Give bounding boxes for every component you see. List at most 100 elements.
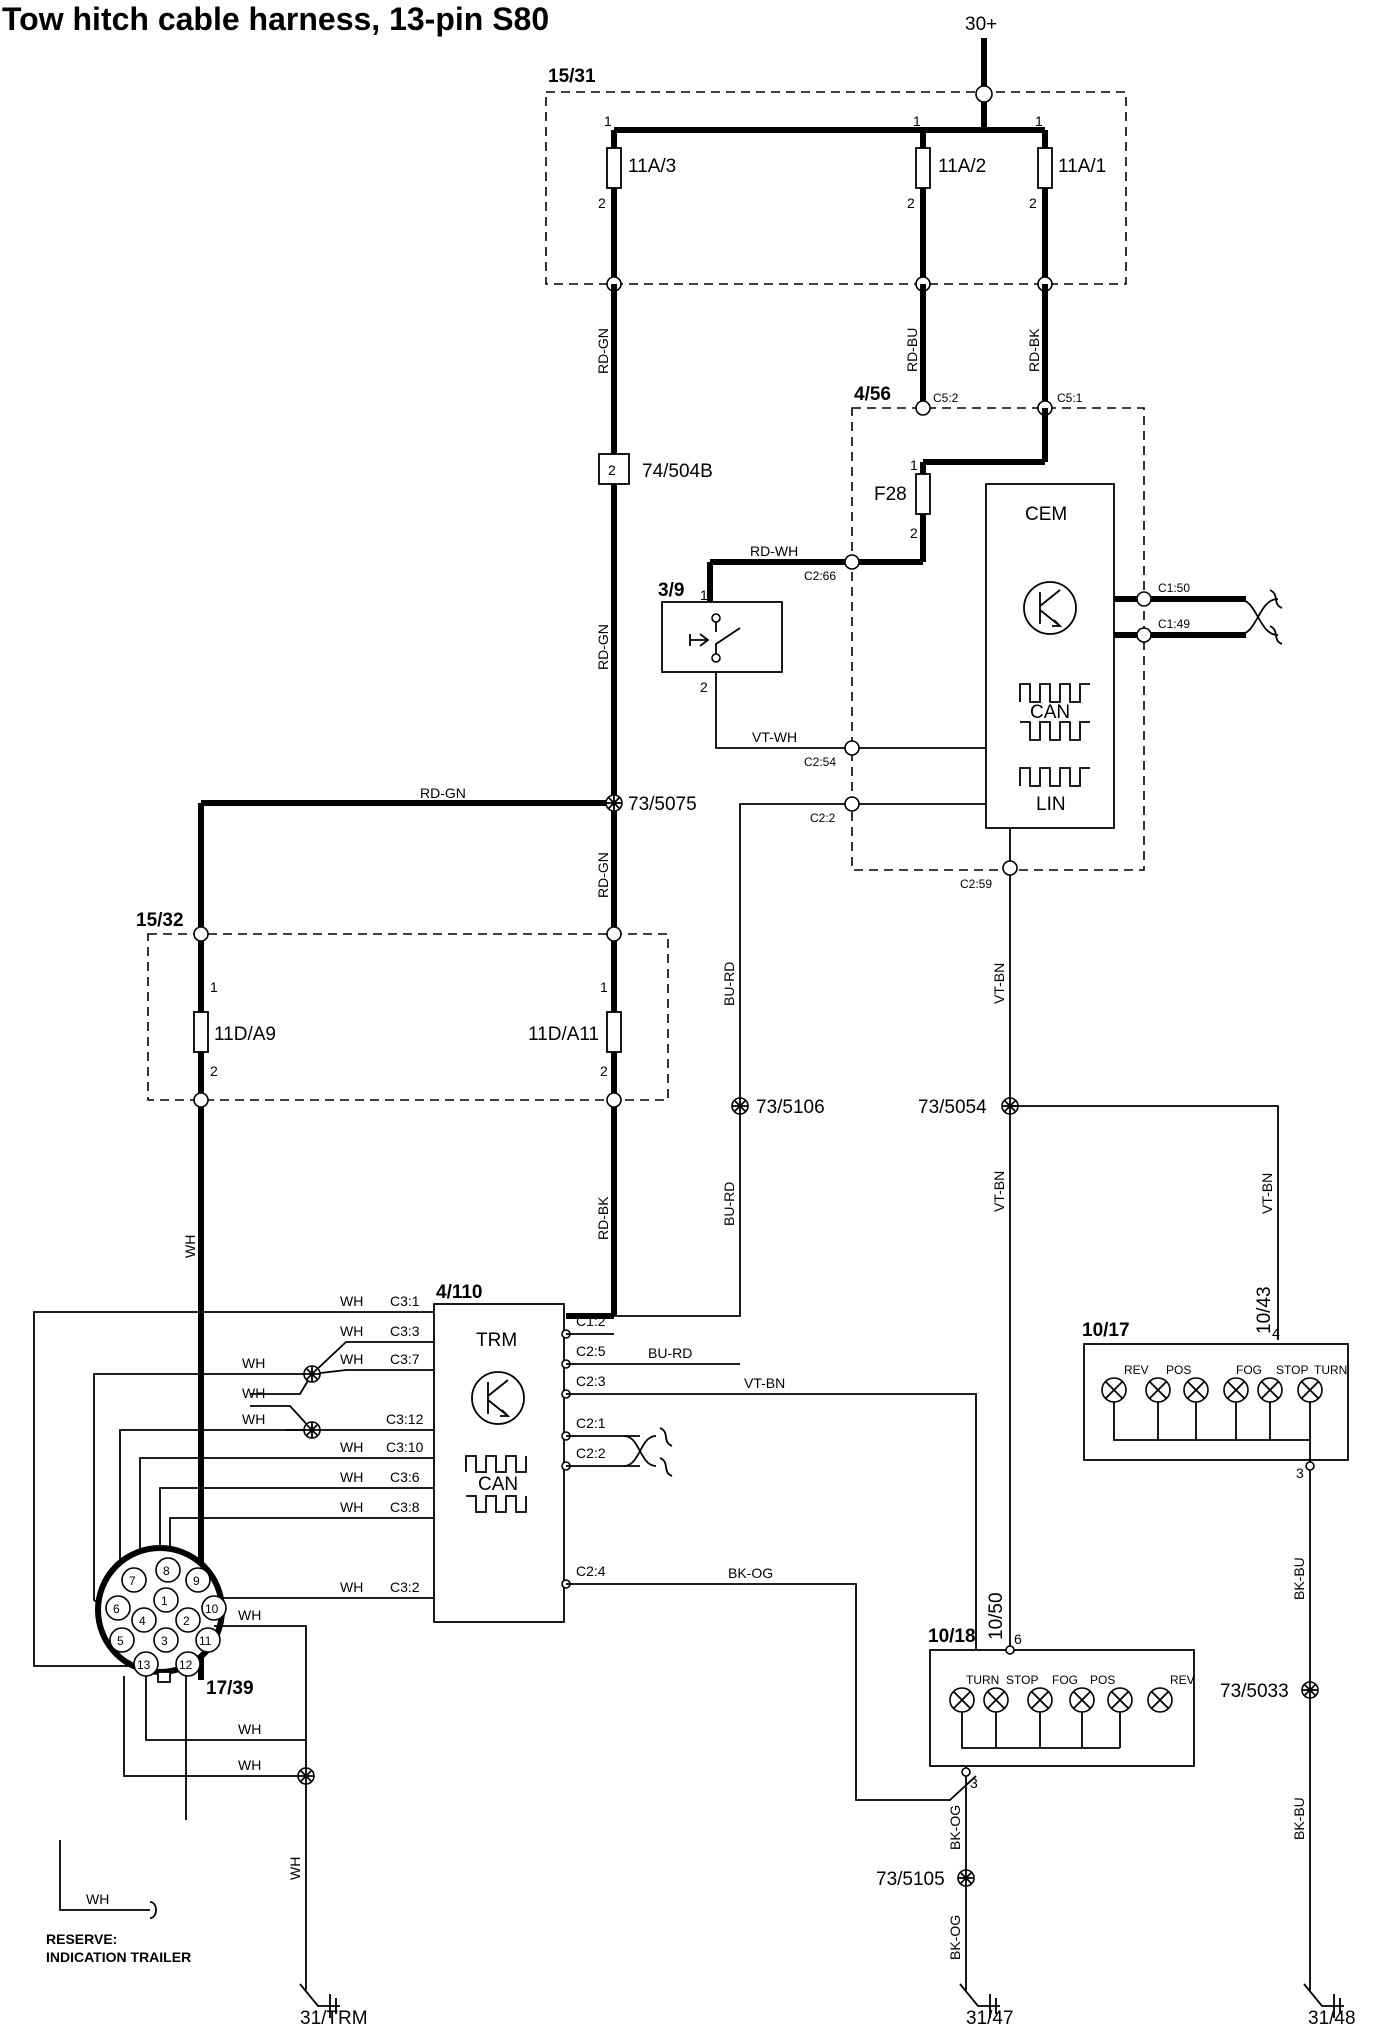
lamp-block-10-17-ref: 10/17 <box>1082 1320 1130 1341</box>
supply-node <box>975 85 993 103</box>
twisted-pair-icon <box>623 1427 673 1477</box>
connector-74-504b <box>598 453 630 485</box>
pin-label: C2:2 <box>810 811 836 825</box>
cem-name: CEM <box>1025 504 1067 525</box>
supply-label: 30+ <box>965 14 997 35</box>
lin-signal-icon <box>1019 767 1090 787</box>
pin-label: C1:2 <box>576 1313 606 1329</box>
lamp-label: TURN <box>966 1673 999 1687</box>
wire-label: BK-OG <box>947 1805 963 1850</box>
fuse-11a1-label: 11A/1 <box>1058 156 1106 177</box>
socket-ref: 17/39 <box>206 1678 254 1699</box>
pin-label: 1 <box>910 457 918 473</box>
lamp-label: FOG <box>1052 1673 1078 1687</box>
pin-label: C2:5 <box>576 1343 606 1359</box>
wire-label: WH <box>340 1579 363 1595</box>
fuse-11a1 <box>1037 147 1053 189</box>
cem-lin-label: LIN <box>1036 794 1066 815</box>
fuse-11d-a9-label: 11D/A9 <box>214 1024 276 1045</box>
twisted-pair-icon <box>1237 589 1283 645</box>
wire-label: VT-WH <box>752 729 797 745</box>
pin-label: 3 <box>970 1775 978 1791</box>
pin-label: 2 <box>700 679 708 695</box>
lamp-block-10-17-in: 10/43 <box>1254 1286 1275 1334</box>
pin-label: 1 <box>1035 113 1043 129</box>
pin-label: C3:8 <box>390 1499 420 1515</box>
wire-label: RD-BU <box>904 328 920 372</box>
wire-label: BK-BU <box>1291 1797 1307 1840</box>
pin-label: C3:1 <box>390 1293 420 1309</box>
wire-label: WH <box>340 1439 363 1455</box>
wire-label: WH <box>340 1293 363 1309</box>
splice-73-5105-label: 73/5105 <box>876 1869 945 1890</box>
socket-pin-2: 2 <box>183 1614 190 1628</box>
connector-node <box>1136 627 1152 643</box>
can-signal-icon <box>465 1455 527 1473</box>
wire-label: BU-RD <box>721 962 737 1006</box>
pin-label: C3:12 <box>386 1411 424 1427</box>
socket-pin-11: 11 <box>199 1634 212 1648</box>
socket-pin-1: 1 <box>161 1594 168 1608</box>
ground-icon <box>959 1983 1000 2018</box>
socket-pin-3: 3 <box>161 1634 168 1648</box>
wire-label: WH <box>86 1891 109 1907</box>
wire-label: WH <box>238 1721 261 1737</box>
connector-node <box>915 400 931 416</box>
wire-label: BU-RD <box>721 1182 737 1226</box>
lamp-label: STOP <box>1276 1363 1308 1377</box>
trm-module <box>433 1303 565 1623</box>
pin-label: 1 <box>700 587 708 603</box>
socket-pin-9: 9 <box>193 1574 200 1588</box>
pin-label: C5:2 <box>933 391 959 405</box>
pin-label: 1 <box>604 113 612 129</box>
lamp-label: TURN <box>1314 1363 1347 1377</box>
fusebox-bottom <box>147 933 669 1101</box>
ground-icon <box>1303 1983 1344 2018</box>
wire-label: WH <box>340 1469 363 1485</box>
pin-label: 2 <box>907 195 915 211</box>
lamp-block-10-18 <box>929 1649 1195 1767</box>
pin-label: 1 <box>600 979 608 995</box>
wire-label: VT-BN <box>991 1171 1007 1212</box>
lamp-label: STOP <box>1006 1673 1038 1687</box>
pin-label: C2:59 <box>960 877 992 891</box>
connector-node <box>1136 591 1152 607</box>
splice-73-5033-label: 73/5033 <box>1220 1681 1289 1702</box>
switch-3-9 <box>661 601 783 673</box>
pin-label: 4 <box>1272 1325 1280 1341</box>
wire-label: BK-OG <box>947 1915 963 1960</box>
pin-label: 2 <box>598 195 606 211</box>
can-signal-icon <box>1019 683 1090 703</box>
ground-icon <box>299 1983 340 2018</box>
ground-31-48: 31/48 <box>1308 2008 1356 2028</box>
fuse-11d-a11 <box>606 1011 622 1053</box>
connector-node <box>844 554 860 570</box>
connector-node <box>193 926 209 942</box>
fuse-11a3-label: 11A/3 <box>628 156 676 177</box>
splice-73-5054-label: 73/5054 <box>918 1097 987 1118</box>
pin-label: C2:3 <box>576 1373 606 1389</box>
pin-label: C2:1 <box>576 1415 606 1431</box>
transistor-icon <box>1023 581 1077 635</box>
socket-pin-10: 10 <box>205 1602 219 1616</box>
cem-housing <box>851 407 1145 871</box>
fusebox-bottom-ref: 15/32 <box>136 910 184 931</box>
lamp-block-10-18-in: 10/50 <box>986 1592 1007 1640</box>
connector-node <box>844 740 860 756</box>
pin-label: C3:2 <box>390 1579 420 1595</box>
lamp-label: FOG <box>1236 1363 1262 1377</box>
wire-label: BK-OG <box>728 1565 773 1581</box>
reserve-label: RESERVE: <box>46 1931 117 1947</box>
socket-pin-7: 7 <box>129 1574 136 1588</box>
fuse-11a3 <box>606 147 622 189</box>
socket-pin-6: 6 <box>113 1602 120 1616</box>
pin-label: C1:50 <box>1158 581 1190 595</box>
wire-label: WH <box>242 1385 265 1401</box>
ground-31-trm: 31/TRM <box>300 2008 368 2028</box>
pin-label: 2 <box>910 525 918 541</box>
socket-pin-13: 13 <box>137 1658 151 1672</box>
wire-label: VT-BN <box>744 1375 785 1391</box>
fuse-11d-a11-label: 11D/A11 <box>528 1024 599 1045</box>
lamp-label: REV <box>1124 1363 1149 1377</box>
